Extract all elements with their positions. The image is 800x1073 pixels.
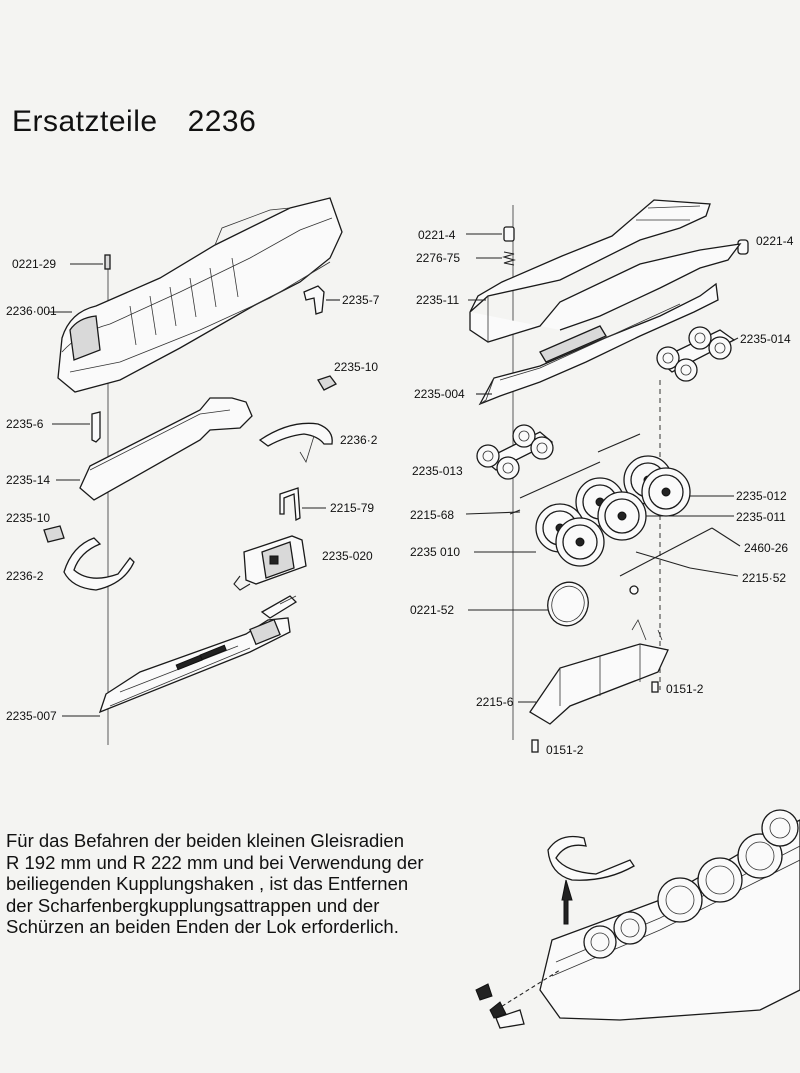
label-0221-52: 0221-52 — [410, 603, 455, 617]
label-2235-14: 2235-14 — [6, 473, 51, 487]
label-2235-013: 2235-013 — [412, 464, 463, 478]
label-2235-10-left: 2235-10 — [6, 511, 51, 525]
label-2215-6: 2215-6 — [476, 695, 514, 709]
axle-pins-2215-68 — [465, 433, 641, 515]
label-0151-2-right: 0151-2 — [666, 682, 704, 696]
label-2460-26: 2460-26 — [744, 541, 789, 555]
frame-2235-11 — [468, 199, 742, 343]
assembled-loco-illustration — [475, 809, 800, 1029]
screw-0151-2-right — [651, 681, 659, 693]
frame-2235-004 — [476, 282, 719, 406]
screw-0221-4-right — [737, 239, 749, 255]
label-2215-68: 2215-68 — [410, 508, 455, 522]
label-0151-2-bottom: 0151-2 — [546, 743, 584, 757]
screw-0151-2-bottom — [531, 739, 539, 753]
label-2276-75: 2276-75 — [416, 251, 461, 265]
label-0221-4-left: 0221-4 — [418, 228, 456, 242]
label-0221-4-right: 0221-4 — [756, 234, 794, 248]
label-2236-001: 2236·001 — [6, 304, 57, 318]
chassis-plate-2235-007 — [62, 617, 291, 717]
coupling-instructions-note: Für das Befahren der beiden kleinen Glei… — [6, 830, 506, 938]
label-2235-014: 2235-014 — [740, 332, 791, 346]
spring-2276-75 — [476, 251, 516, 266]
wheel-set-2235-011 — [575, 477, 734, 541]
label-2236-2-left: 2236-2 — [6, 569, 44, 583]
label-2235-011: 2235-011 — [736, 510, 786, 524]
label-2235-004: 2235-004 — [414, 387, 465, 401]
weight-2235-14 — [56, 397, 253, 501]
label-2215-79: 2215-79 — [330, 501, 375, 515]
wheel-set-2235-010 — [474, 503, 605, 567]
screw-0221-4-left — [466, 226, 515, 242]
label-2235-10-top: 2235-10 — [334, 360, 379, 374]
clip-2235-6 — [52, 411, 101, 443]
note-line: R 192 mm und R 222 mm und bei Verwendung… — [6, 851, 424, 873]
label-2235-6: 2235-6 — [6, 417, 44, 431]
traction-tyre-0221-52 — [468, 581, 589, 627]
motor-2235-020 — [233, 535, 307, 619]
label-2235-012: 2235-012 — [736, 489, 787, 503]
apron-2236-2-mid — [258, 422, 333, 463]
contact-2215-79 — [279, 487, 326, 522]
label-2215-52: 2215·52 — [742, 571, 787, 585]
label-2235-11: 2235-11 — [416, 293, 460, 307]
body-shell-2236-001 — [48, 197, 343, 393]
bogie-2235-013 — [476, 424, 554, 480]
label-2235-7: 2235-7 — [342, 293, 380, 307]
page-title: Ersatzteile 2236 — [12, 105, 256, 139]
bottom-plate-2215-6 — [518, 619, 669, 725]
wheel-set-2235-012 — [623, 455, 734, 517]
rod-2460-26 — [619, 527, 741, 577]
part-2235-10-left — [43, 525, 65, 543]
title-number: 2236 — [187, 105, 257, 138]
note-line: Für das Befahren der beiden kleinen Glei… — [6, 830, 404, 851]
label-2235-020: 2235-020 — [322, 549, 373, 563]
bracket-2235-7 — [303, 285, 340, 315]
label-0221-29: 0221-29 — [12, 257, 57, 271]
part-2235-10-top — [317, 375, 337, 391]
bogie-2235-014 — [656, 326, 739, 382]
rod-2215-52 — [629, 551, 739, 595]
note-line: der Scharfenbergkupplungsattrappen und d… — [6, 894, 380, 916]
note-line: Schürzen an beiden Enden der Lok erforde… — [6, 916, 399, 937]
label-2236-2-mid: 2236·2 — [340, 433, 378, 447]
apron-2236-2-left — [63, 537, 135, 591]
note-line: beiliegenden Kupplungshaken , ist das En… — [6, 873, 409, 894]
screw-0221-29 — [70, 254, 111, 270]
label-2235-007: 2235-007 — [6, 709, 57, 723]
label-2235-010: 2235 010 — [410, 545, 461, 559]
title-word: Ersatzteile — [12, 105, 158, 138]
